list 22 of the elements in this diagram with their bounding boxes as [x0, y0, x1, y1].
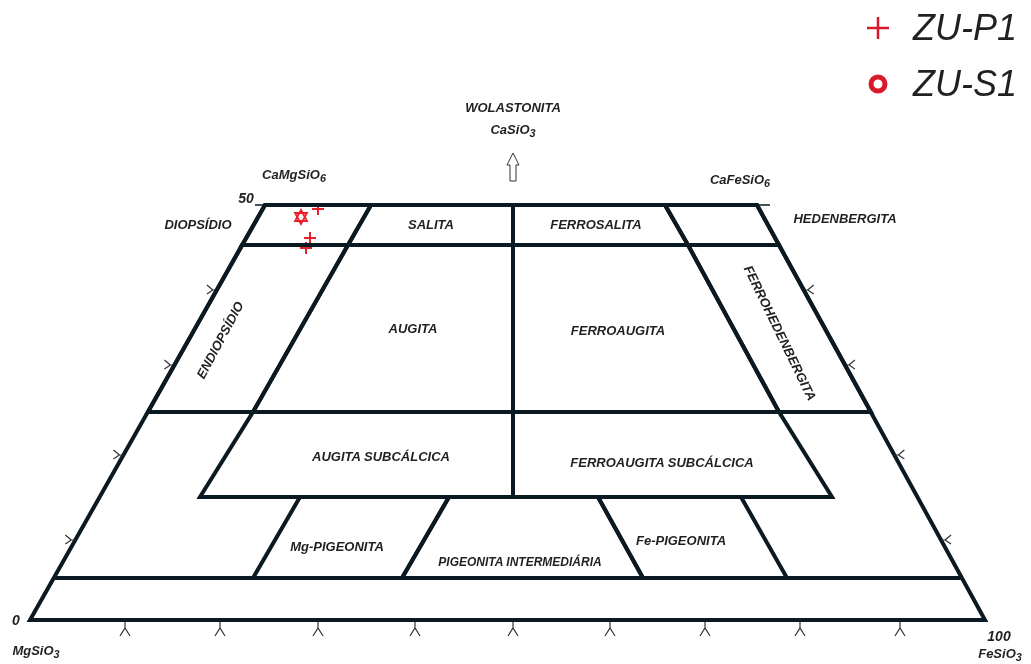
field-name: FERROSALITA	[550, 217, 642, 231]
field-name: FERROAUGITA SUBCÁLCICA	[570, 455, 754, 469]
formula: FeSiO$_{3}$	[978, 646, 1022, 664]
field-name: FERROAUGITA	[570, 323, 666, 337]
field-name: AUGITA	[388, 321, 438, 335]
axis-value: 100	[987, 629, 1011, 643]
formula: MgSiO$_{3}$	[12, 643, 60, 661]
axis-value: 50	[238, 191, 254, 205]
field-name: PIGEONITA INTERMEDIÁRIA	[438, 556, 602, 568]
field-name: SALITA	[408, 217, 454, 231]
field-name: Mg-PIGEONITA	[290, 539, 384, 553]
field-name: HEDENBERGITA	[793, 211, 897, 225]
formula: CaFeSiO$_{6}$	[709, 172, 771, 190]
field-name: DIOPSÍDIO	[164, 217, 232, 231]
legend-label: ZU-S1	[913, 62, 1017, 106]
field-name: Fe-PIGEONITA	[636, 533, 726, 547]
field-name: AUGITA SUBCÁLCICA	[312, 449, 450, 463]
legend-label: ZU-P1	[913, 6, 1017, 50]
formula: CaMgSiO$_{6}$	[262, 167, 326, 185]
formula: CaSiO$_{3}$	[490, 122, 536, 140]
end-member-name: WOLASTONITA	[465, 100, 561, 114]
axis-value: 0	[12, 613, 20, 627]
